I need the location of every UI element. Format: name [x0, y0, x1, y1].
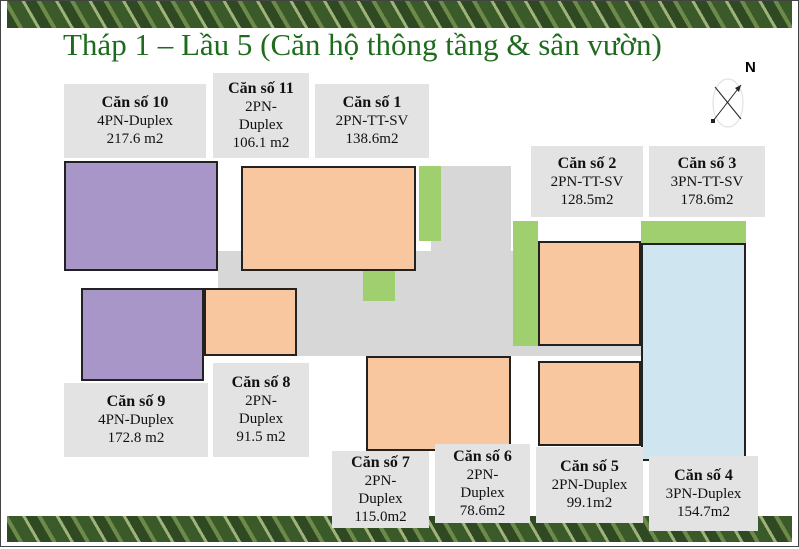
label-text: 2PN-TT-SV — [335, 113, 409, 129]
label-text: 2PN-Duplex — [238, 98, 284, 133]
corridor-area — [431, 166, 511, 256]
label-text: 2PN-Duplex — [551, 477, 628, 493]
label-text: Căn số 4 — [674, 466, 733, 484]
label-text: Căn số 2 — [557, 154, 617, 172]
unit-label-8: Căn số 8 2PN-Duplex 91.5 m2 — [213, 363, 309, 457]
label-text: 128.5m2 — [560, 191, 614, 208]
label-text: 78.6m2 — [459, 502, 506, 519]
label-text: 106.1 m2 — [232, 134, 290, 151]
label-text: 2PN-TT-SV — [550, 173, 624, 190]
unit-11-1-plan — [241, 166, 416, 271]
label-text: 3PN-Duplex — [665, 485, 742, 502]
label-text: 217.6 m2 — [106, 131, 164, 147]
unit-3-4-plan — [641, 243, 746, 461]
garden-area — [419, 166, 441, 241]
garden-area — [641, 221, 746, 243]
label-text: Căn số 3 — [677, 154, 737, 172]
label-text: 91.5 m2 — [236, 429, 286, 445]
label-text: 3PN-TT-SV — [670, 173, 744, 190]
unit-7-6-plan — [366, 356, 511, 451]
unit-label-5: Căn số 5 2PN-Duplex 99.1m2 — [536, 447, 643, 523]
garden-area — [363, 271, 395, 301]
unit-label-1: Căn số 1 2PN-TT-SV 138.6m2 — [315, 84, 429, 158]
label-text: 154.7m2 — [677, 503, 730, 520]
label-text: Căn số 1 — [342, 94, 402, 111]
label-text: 178.6m2 — [680, 191, 734, 208]
label-text: 2PN-Duplex — [238, 393, 284, 427]
label-text: 4PN-Duplex — [98, 412, 174, 428]
garden-area — [513, 221, 538, 346]
unit-9-plan — [81, 288, 204, 381]
label-text: 115.0m2 — [354, 508, 407, 525]
label-text: 138.6m2 — [345, 131, 399, 147]
north-compass-icon: N — [701, 59, 761, 133]
label-text: 4PN-Duplex — [97, 113, 173, 129]
unit-5-plan — [538, 361, 641, 446]
label-text: Căn số 9 — [106, 393, 166, 410]
unit-8-plan — [204, 288, 297, 356]
label-text: Căn số 10 — [101, 94, 169, 111]
label-text: Căn số 11 — [228, 79, 294, 97]
label-text: 172.8 m2 — [107, 430, 165, 446]
north-label: N — [745, 59, 756, 76]
unit-2-plan — [538, 241, 641, 346]
leaf-banner-top — [7, 1, 792, 28]
label-text: Căn số 5 — [560, 458, 619, 475]
label-text: 99.1m2 — [566, 495, 613, 511]
label-text: Căn số 7 — [351, 453, 410, 471]
unit-label-10: Căn số 10 4PN-Duplex 217.6 m2 — [64, 84, 206, 158]
unit-10-plan — [64, 161, 218, 271]
label-text: Căn số 8 — [231, 374, 291, 391]
page-title: Tháp 1 – Lầu 5 (Căn hộ thông tầng & sân … — [63, 27, 662, 62]
label-text: Căn số 6 — [453, 447, 512, 465]
label-text: 2PN-Duplex — [460, 466, 505, 501]
label-text: 2PN-Duplex — [358, 472, 403, 507]
unit-label-9: Căn số 9 4PN-Duplex 172.8 m2 — [64, 383, 208, 457]
